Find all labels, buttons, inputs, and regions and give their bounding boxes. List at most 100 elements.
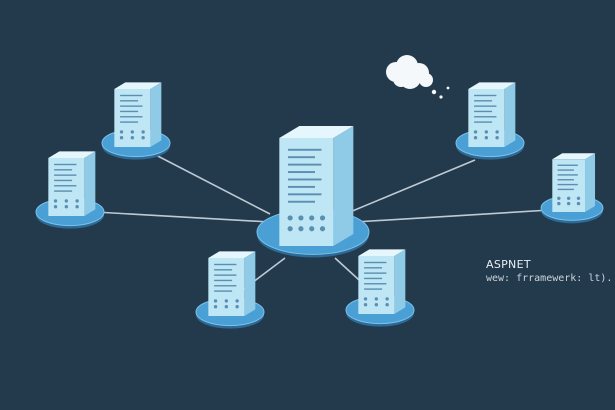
server-top bbox=[552, 153, 596, 160]
server-bottom-center bbox=[345, 249, 415, 327]
server-top bbox=[48, 151, 96, 158]
server-bottom-left bbox=[195, 251, 265, 329]
server-led bbox=[495, 136, 499, 140]
server-slot bbox=[557, 164, 578, 166]
server-front bbox=[279, 138, 334, 246]
server-slot bbox=[364, 272, 387, 274]
server-led bbox=[287, 226, 293, 232]
server-slot bbox=[54, 190, 73, 192]
server-side bbox=[504, 82, 516, 147]
server-slot bbox=[557, 188, 574, 191]
server-slot bbox=[54, 179, 73, 182]
server-led bbox=[75, 205, 79, 209]
server-led bbox=[385, 303, 389, 307]
annotation-title: ASPNET bbox=[486, 258, 531, 271]
server-slot bbox=[287, 148, 322, 151]
server-led bbox=[224, 299, 229, 303]
server-slot bbox=[557, 174, 578, 176]
server-led bbox=[64, 199, 69, 203]
server-led bbox=[576, 201, 581, 206]
server-led bbox=[298, 215, 304, 221]
server-slot bbox=[54, 185, 77, 187]
server-slot bbox=[474, 121, 493, 123]
server-led bbox=[319, 226, 326, 232]
server-side bbox=[244, 251, 256, 316]
server-slot bbox=[120, 121, 139, 123]
server-slot bbox=[474, 105, 497, 107]
server-slot bbox=[364, 277, 383, 280]
server-slot bbox=[474, 94, 497, 97]
server-led bbox=[363, 303, 368, 307]
server-led bbox=[130, 130, 135, 134]
server-slot bbox=[120, 110, 139, 113]
server-slot bbox=[287, 185, 315, 188]
server-led bbox=[75, 199, 79, 203]
server-led bbox=[566, 201, 571, 206]
server-side bbox=[333, 126, 354, 246]
server-slot bbox=[214, 285, 237, 287]
server-led bbox=[309, 215, 315, 221]
server-led bbox=[53, 199, 58, 203]
server-led bbox=[53, 205, 58, 209]
server-led bbox=[141, 130, 145, 134]
server-led bbox=[119, 136, 124, 140]
server-slot bbox=[54, 169, 73, 171]
server-led bbox=[235, 299, 239, 303]
server-slot bbox=[54, 174, 77, 176]
server-top-left bbox=[101, 82, 171, 160]
server-top bbox=[114, 82, 162, 89]
server-led bbox=[319, 215, 326, 221]
cloud-puff bbox=[393, 71, 409, 87]
server-slot bbox=[474, 116, 497, 118]
server-left bbox=[35, 151, 105, 229]
server-side bbox=[84, 151, 96, 216]
server-slot bbox=[557, 179, 574, 181]
server-led bbox=[374, 297, 379, 301]
server-led bbox=[374, 303, 379, 307]
connection-link bbox=[149, 151, 271, 215]
server-top bbox=[279, 126, 354, 138]
server-led bbox=[484, 130, 489, 134]
cloud-icon bbox=[386, 55, 450, 99]
connection-links bbox=[94, 151, 551, 293]
server-side bbox=[394, 249, 406, 314]
server-led bbox=[224, 305, 229, 309]
server-slot bbox=[287, 171, 315, 174]
server-led bbox=[235, 305, 239, 309]
server-slot bbox=[214, 274, 237, 276]
server-slot bbox=[287, 156, 315, 159]
connection-link bbox=[94, 211, 271, 223]
server-led bbox=[309, 226, 315, 232]
cloud-dot bbox=[446, 86, 450, 90]
server-led bbox=[473, 136, 478, 140]
server-slot bbox=[364, 267, 383, 269]
server-led bbox=[557, 201, 561, 206]
server-slot bbox=[214, 290, 233, 292]
cloud-dot bbox=[431, 89, 437, 95]
server-led bbox=[557, 196, 561, 200]
server-slot bbox=[364, 261, 387, 264]
server-side bbox=[150, 82, 162, 147]
server-top-right bbox=[455, 82, 525, 160]
server-led bbox=[385, 297, 389, 301]
server-top bbox=[358, 249, 406, 256]
server-slot bbox=[287, 163, 322, 166]
server-led bbox=[141, 136, 145, 140]
server-slot bbox=[364, 283, 387, 285]
server-top bbox=[468, 82, 516, 89]
server-slot bbox=[120, 116, 143, 118]
server-slot bbox=[214, 279, 233, 282]
server-led bbox=[576, 196, 581, 200]
connection-link bbox=[349, 159, 476, 213]
cloud-puff bbox=[419, 73, 433, 87]
server-slot bbox=[120, 94, 143, 97]
server-top bbox=[208, 251, 256, 258]
server-slot bbox=[214, 263, 237, 266]
central-server bbox=[256, 126, 370, 258]
cloud-dot bbox=[439, 95, 443, 99]
server-led bbox=[363, 297, 368, 301]
server-nodes bbox=[35, 82, 604, 329]
server-led bbox=[213, 299, 218, 303]
server-slot bbox=[214, 269, 233, 271]
